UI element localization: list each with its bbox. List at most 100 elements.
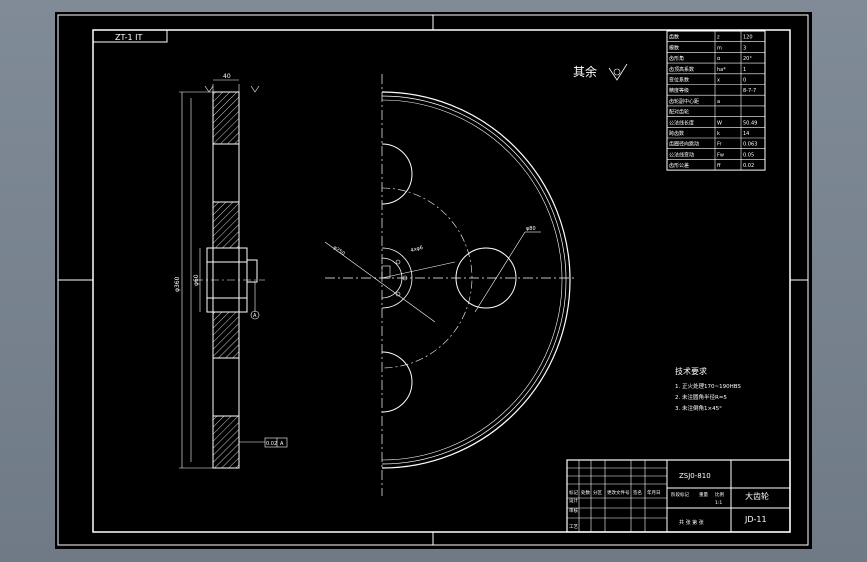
leader-hole bbox=[474, 231, 526, 313]
param-table-cell: 120 bbox=[743, 35, 753, 41]
svg-text:设计: 设计 bbox=[569, 497, 578, 504]
surface-note: 其余 bbox=[573, 64, 597, 79]
param-table-cell: 模数 bbox=[669, 44, 679, 51]
leader-pcd bbox=[324, 241, 436, 323]
tech-line: 2. 未注圆角半径R=5 bbox=[675, 393, 727, 401]
svg-text:重量: 重量 bbox=[699, 491, 708, 498]
param-table-cell: x bbox=[717, 78, 720, 84]
drawing-number: JD-11 bbox=[744, 515, 767, 524]
hatch-web-top bbox=[213, 202, 239, 248]
hole-pcd bbox=[381, 187, 473, 369]
hatch-web-bottom bbox=[213, 312, 239, 358]
param-table-cell: W bbox=[717, 120, 722, 126]
dim-width: 40 bbox=[223, 73, 231, 80]
svg-text:1:1: 1:1 bbox=[715, 500, 722, 506]
svg-text:工艺: 工艺 bbox=[569, 524, 578, 530]
tech-notes: 技术要求 1. 正火处理170~190HBS 2. 未注圆角半径R=5 3. 未… bbox=[675, 366, 741, 412]
param-table-cell: 配对齿轮 bbox=[669, 109, 689, 116]
title-block: ZSJ0-810 大齿轮 JD-11 阶段标记 重量 比例 1:1 共 张 第 … bbox=[566, 459, 791, 533]
svg-text:φ80: φ80 bbox=[526, 226, 536, 232]
drawing-code: ZSJ0-810 bbox=[679, 472, 711, 480]
param-table-cell: 齿形角 bbox=[669, 55, 684, 62]
svg-text:年月日: 年月日 bbox=[647, 489, 661, 496]
roughness-symbol bbox=[608, 63, 628, 81]
tolerance-box bbox=[264, 437, 288, 448]
keyway-front bbox=[381, 265, 391, 279]
param-table-cell: 3 bbox=[743, 45, 746, 51]
param-table-cell: 8-7-7 bbox=[743, 88, 756, 94]
keyway bbox=[246, 259, 258, 283]
param-table-cell: 20° bbox=[743, 56, 752, 62]
tip-circle bbox=[381, 91, 571, 469]
drawing-canvas[interactable]: ZT-1 IT bbox=[55, 12, 812, 549]
svg-text:签名: 签名 bbox=[633, 489, 642, 496]
svg-text:标记: 标记 bbox=[569, 489, 578, 496]
param-table-cell: Fr bbox=[717, 142, 723, 148]
param-table-cell: a bbox=[717, 99, 720, 105]
svg-text:4xφ6: 4xφ6 bbox=[410, 245, 424, 254]
svg-text:阶段标记: 阶段标记 bbox=[671, 491, 689, 498]
param-table-cell: 0 bbox=[743, 78, 746, 84]
inner-frame bbox=[92, 29, 791, 533]
dim-bore: φ60 bbox=[193, 274, 200, 286]
param-table-cell: ha* bbox=[717, 67, 726, 73]
param-table-cell: 公法线变动 bbox=[669, 151, 694, 158]
roughness-mark bbox=[204, 85, 214, 93]
param-table-cell: ff bbox=[717, 163, 721, 169]
view-tag-box bbox=[92, 29, 168, 43]
param-table-cell: m bbox=[717, 45, 722, 51]
param-table-cell: 齿圈径向跳动 bbox=[669, 141, 699, 148]
gear-section-view: 40 φ360 φ60 A 0.02 A bbox=[174, 73, 288, 469]
param-table-cell: 变位系数 bbox=[669, 77, 689, 84]
param-table-cell: 0.063 bbox=[743, 142, 757, 148]
hatch-rim-bottom bbox=[213, 416, 239, 468]
param-table-cell: 精度等级 bbox=[669, 87, 689, 94]
param-table-cell: Fw bbox=[717, 152, 724, 158]
param-table-cell: z bbox=[717, 35, 720, 41]
part-name: 大齿轮 bbox=[745, 491, 769, 501]
svg-text:0.02: 0.02 bbox=[266, 441, 277, 447]
param-table-outline bbox=[666, 30, 766, 171]
bore-circle bbox=[381, 257, 403, 299]
svg-text:审核: 审核 bbox=[569, 507, 578, 514]
svg-text:A: A bbox=[253, 313, 257, 319]
param-table-cell: 齿顶高系数 bbox=[669, 66, 694, 73]
drawing-svg: ZT-1 IT bbox=[57, 14, 809, 546]
gear-front-view: φ250 4xφ6 φ80 bbox=[324, 74, 575, 496]
lightening-hole-right bbox=[455, 247, 517, 309]
param-table-cell: 齿轮副中心距 bbox=[669, 98, 699, 105]
param-table-cell: 齿形公差 bbox=[669, 162, 689, 169]
pitch-circle bbox=[381, 95, 567, 465]
tech-title: 技术要求 bbox=[675, 366, 707, 376]
roughness-mark bbox=[250, 85, 260, 93]
outer-frame bbox=[57, 14, 809, 546]
param-table-cell: 50.49 bbox=[743, 120, 757, 126]
param-table-cell: 齿数 bbox=[669, 34, 679, 41]
param-table-cell: k bbox=[717, 131, 720, 137]
hole-section-top bbox=[212, 143, 240, 203]
param-table-cell: α bbox=[717, 56, 721, 62]
param-table-cell: 0.02 bbox=[743, 163, 754, 169]
param-table-cell: 14 bbox=[743, 131, 749, 137]
hub-circle bbox=[381, 247, 413, 309]
lightening-hole-top bbox=[381, 143, 413, 205]
view-tag: ZT-1 IT bbox=[115, 33, 143, 42]
param-table-cell: 1 bbox=[743, 67, 746, 73]
param-table-cell: 跨齿数 bbox=[669, 130, 684, 137]
svg-text:共 张 第 张: 共 张 第 张 bbox=[679, 519, 704, 526]
gear-parameter-table: 齿数 z 120 模数 m 3 齿形角 α 20° 齿顶高系数 ha* 1 变位系数 x 0 精度等级 8-7-… bbox=[666, 30, 766, 171]
svg-text:处数: 处数 bbox=[581, 489, 590, 496]
svg-text:更改文件号: 更改文件号 bbox=[607, 489, 630, 496]
dim-height: φ360 bbox=[174, 276, 181, 292]
svg-text:A: A bbox=[280, 441, 284, 447]
svg-text:比例: 比例 bbox=[715, 491, 724, 498]
svg-text:分区: 分区 bbox=[593, 489, 602, 496]
lightening-hole-bottom bbox=[381, 351, 413, 413]
hole-section-bottom bbox=[212, 357, 240, 417]
hatch-rim-top bbox=[213, 92, 239, 144]
tech-line: 3. 未注倒角1×45° bbox=[675, 404, 722, 412]
param-table-cell: 公法线长度 bbox=[669, 119, 694, 126]
param-table-cell: 0.05 bbox=[743, 152, 754, 158]
tech-line: 1. 正火处理170~190HBS bbox=[675, 382, 741, 390]
